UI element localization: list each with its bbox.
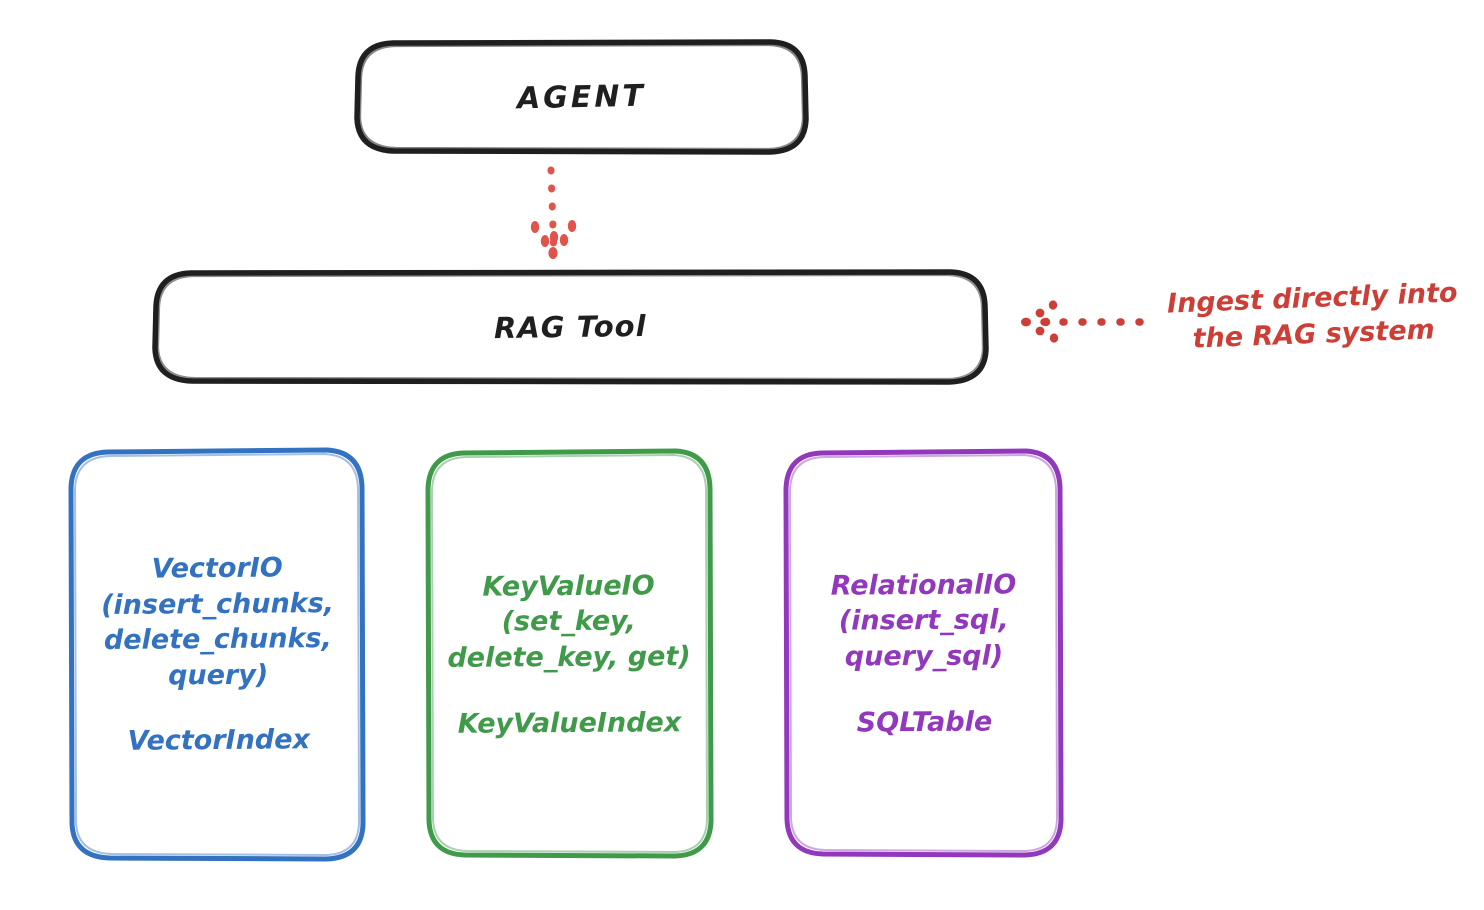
agent-to-rag-arrowhead xyxy=(530,220,577,259)
ingest-arrowhead xyxy=(1021,300,1059,343)
agent-node-shape[interactable] xyxy=(354,39,809,155)
relational-provider-shape[interactable] xyxy=(783,448,1064,858)
agent-to-rag-arrow xyxy=(547,166,558,262)
rag-tool-node-shape[interactable] xyxy=(152,269,989,385)
keyvalue-provider-shape[interactable] xyxy=(425,448,714,859)
vector-provider-shape[interactable] xyxy=(68,447,366,862)
